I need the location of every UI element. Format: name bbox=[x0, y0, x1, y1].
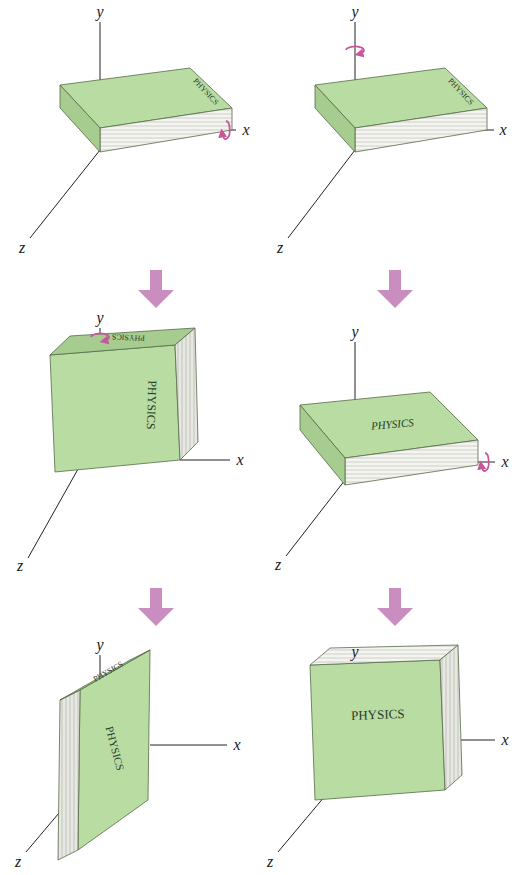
book-title: PHYSICS bbox=[351, 707, 405, 722]
axis-label: z bbox=[277, 240, 283, 256]
axis-label: x bbox=[499, 122, 506, 138]
books bbox=[50, 68, 487, 860]
sequence-arrows bbox=[138, 270, 413, 626]
axis-label: x bbox=[233, 737, 240, 753]
axis-label: x bbox=[501, 454, 508, 470]
rotation-arrows bbox=[91, 46, 489, 471]
axis-label: z bbox=[15, 854, 21, 870]
axis-label: y bbox=[96, 637, 103, 653]
axis-label: z bbox=[275, 557, 281, 573]
axis-label: z bbox=[17, 558, 23, 574]
axis-label: z bbox=[19, 240, 25, 256]
axis-label: y bbox=[96, 310, 103, 326]
axis-label: y bbox=[351, 4, 358, 20]
book-title: PHYSICS bbox=[111, 332, 144, 342]
axis-label: y bbox=[351, 324, 358, 340]
axis-label: y bbox=[96, 4, 103, 20]
axis-label: x bbox=[242, 122, 249, 138]
axis-label: z bbox=[267, 854, 273, 870]
book-title: PHYSICS bbox=[145, 380, 159, 430]
axes bbox=[26, 22, 495, 852]
axis-label: x bbox=[236, 452, 243, 468]
axis-label: x bbox=[501, 732, 508, 748]
axis-label: y bbox=[351, 644, 358, 660]
